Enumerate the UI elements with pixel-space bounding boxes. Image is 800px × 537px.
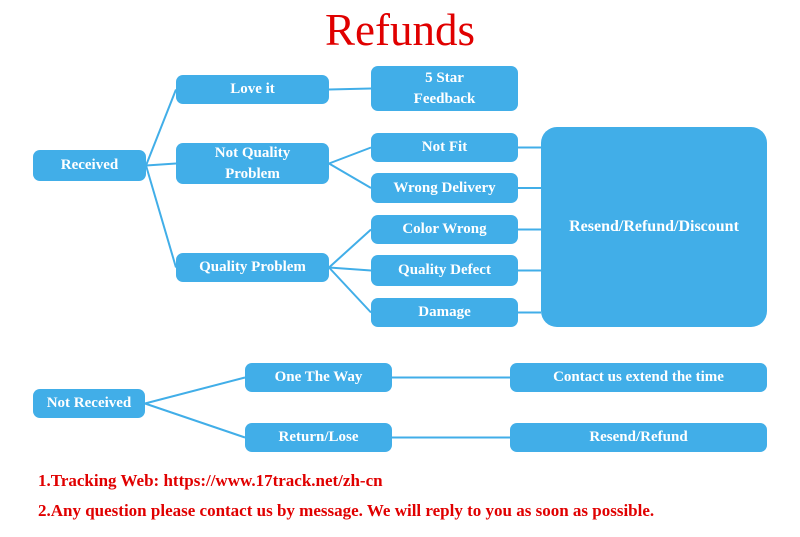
flow-edge-quality-problem-to-damage	[328, 266, 372, 314]
flow-node-received: Received	[33, 150, 146, 181]
flow-edge-not-quality-to-wrong-delivery	[328, 162, 372, 189]
flow-edge-not-quality-to-not-fit	[328, 146, 372, 165]
flow-edge-love-it-to-five-star	[328, 87, 372, 91]
footer-notes: 1.Tracking Web: https://www.17track.net/…	[38, 468, 654, 529]
flow-edge-quality-problem-to-color-wrong	[328, 228, 372, 269]
flow-node-five-star: 5 Star Feedback	[371, 66, 518, 111]
flow-node-contact-extend: Contact us extend the time	[510, 363, 767, 392]
flow-edge-not-received-to-one-the-way	[144, 376, 246, 405]
flow-node-return-lose: Return/Lose	[245, 423, 392, 452]
flow-node-not-fit: Not Fit	[371, 133, 518, 162]
flow-node-resend-refund: Resend/Refund	[510, 423, 767, 452]
flow-edge-received-to-love-it	[145, 89, 177, 166]
flow-node-not-received: Not Received	[33, 389, 145, 418]
flow-edge-quality-problem-to-quality-defect	[328, 266, 372, 272]
page-title: Refunds	[325, 5, 475, 55]
flow-node-damage: Damage	[371, 298, 518, 327]
footer-tracking-web: 1.Tracking Web: https://www.17track.net/…	[38, 471, 383, 490]
flow-node-color-wrong: Color Wrong	[371, 215, 518, 244]
flow-node-wrong-delivery: Wrong Delivery	[371, 173, 518, 203]
flow-edge-not-received-to-return-lose	[144, 402, 246, 439]
flow-node-one-the-way: One The Way	[245, 363, 392, 392]
flow-edge-received-to-not-quality	[145, 162, 177, 167]
flow-node-resend-big: Resend/Refund/Discount	[541, 127, 767, 327]
flow-node-not-quality: Not Quality Problem	[176, 143, 329, 184]
flow-node-quality-defect: Quality Defect	[371, 255, 518, 286]
flow-node-love-it: Love it	[176, 75, 329, 104]
flow-node-quality-problem: Quality Problem	[176, 253, 329, 282]
footer-contact-note: 2.Any question please contact us by mess…	[38, 501, 655, 521]
flow-edge-received-to-quality-problem	[145, 165, 177, 268]
